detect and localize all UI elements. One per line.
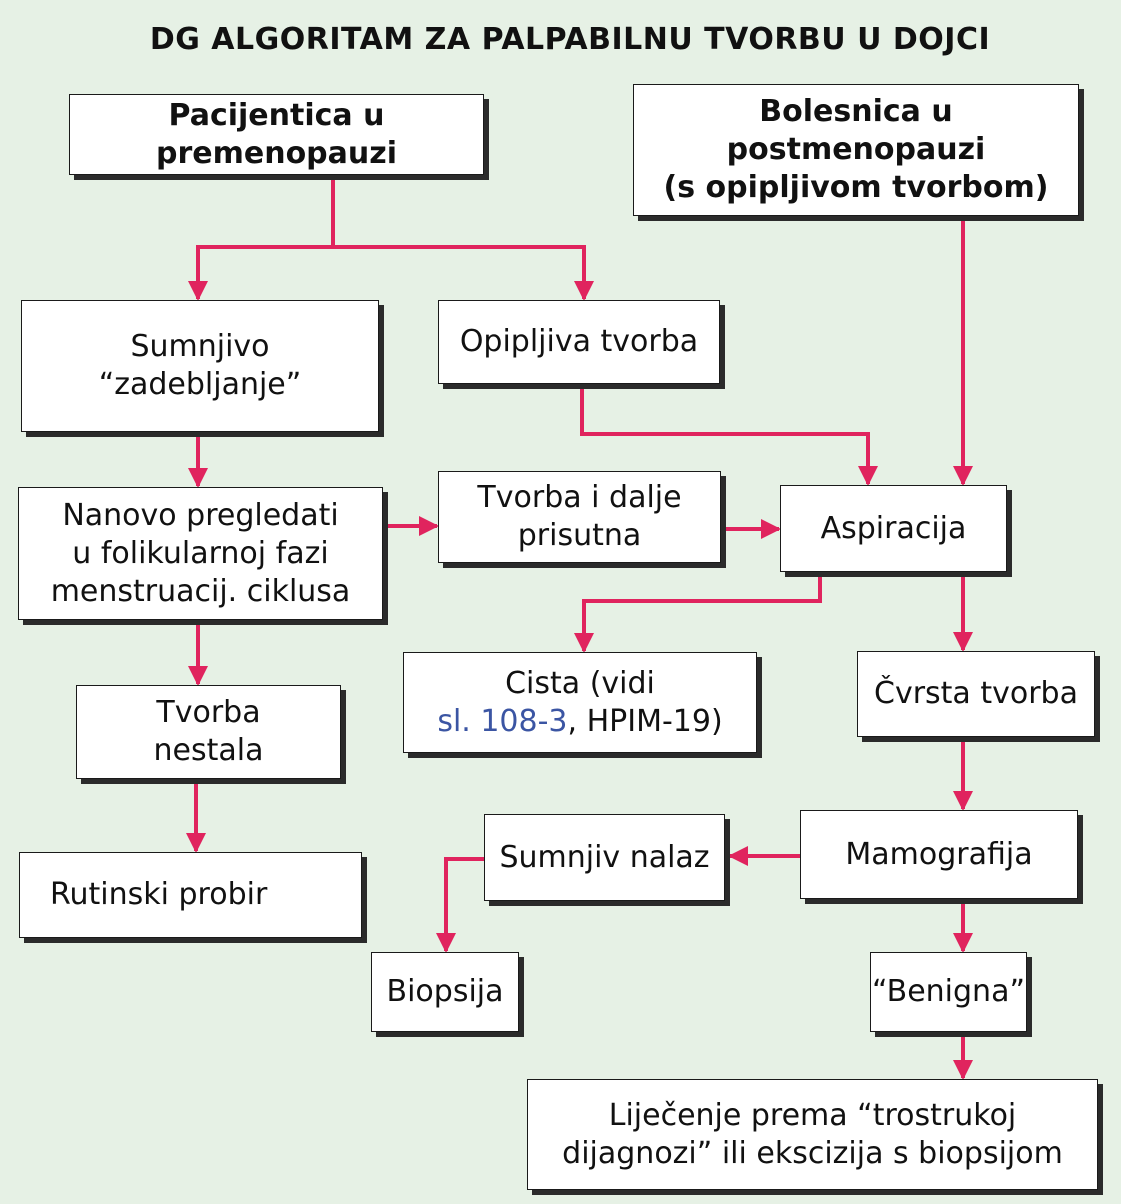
node-mass-gone-line2: nestala <box>153 733 264 768</box>
node-reexamine: Nanovo pregledati u folikularnoj fazi me… <box>18 487 383 620</box>
arrow-suspicious-to-biopsy <box>436 857 484 953</box>
node-biopsy-label: Biopsija <box>386 974 504 1009</box>
figure-reference-link[interactable]: sl. 108-3 <box>437 703 568 739</box>
node-mammography: Mamografija <box>800 810 1078 899</box>
node-mammography-label: Mamografija <box>845 836 1033 872</box>
node-suspicious-finding: Sumnjiv nalaz <box>484 814 725 901</box>
node-routine-screening: Rutinski probir <box>19 852 362 938</box>
node-suspicious-thickening-line1: Sumnjivo <box>130 329 270 364</box>
node-cyst-line1: Cista (vidi <box>505 665 655 701</box>
node-mass-persists-line2: prisutna <box>517 518 642 553</box>
arrow-premenopause-to-palpable <box>333 245 594 301</box>
node-palpable-mass-label: Opipljiva tvorba <box>459 324 699 359</box>
node-postmenopause-line1: Bolesnica u <box>759 94 953 129</box>
node-benign-label: “Benigna” <box>872 974 1025 1009</box>
node-solid-mass: Čvrsta tvorba <box>857 651 1095 737</box>
node-mass-persists-line1: Tvorba i dalje <box>477 480 682 515</box>
node-treatment-line2: dijagnozi” ili ekscizija s biopsijom <box>562 1135 1063 1171</box>
node-postmenopause-line3: (s opipljivom tvorbom) <box>663 170 1049 205</box>
node-cyst-line2: sl. 108-3, HPIM-19) <box>437 703 722 741</box>
node-reexamine-line2: u folikularnoj fazi <box>72 535 329 571</box>
arrow-palpable-to-aspiration <box>580 384 878 486</box>
node-treatment-line1: Liječenje prema “trostrukoj <box>608 1097 1017 1133</box>
node-suspicious-finding-label: Sumnjiv nalaz <box>499 839 710 875</box>
node-biopsy: Biopsija <box>371 952 519 1032</box>
diagram-title: DG ALGORITAM ZA PALPABILNU TVORBU U DOJC… <box>149 22 991 57</box>
node-postmenopause-line2: postmenopauzi <box>726 132 986 167</box>
node-cyst-rest: , HPIM-19) <box>567 703 723 739</box>
node-aspiration: Aspiracija <box>780 485 1007 572</box>
node-suspicious-thickening: Sumnjivo “zadebljanje” <box>21 300 379 432</box>
node-mass-persists: Tvorba i dalje prisutna <box>438 471 721 563</box>
node-premenopause: Pacijentica u premenopauzi <box>69 94 484 175</box>
node-mass-gone: Tvorba nestala <box>76 685 341 779</box>
node-treatment: Liječenje prema “trostrukoj dijagnozi” i… <box>527 1079 1098 1190</box>
arrow-premenopause-to-thickening <box>188 175 335 301</box>
node-aspiration-label: Aspiracija <box>820 510 967 546</box>
node-suspicious-thickening-line2: “zadebljanje” <box>98 367 302 402</box>
node-postmenopause: Bolesnica u postmenopauzi (s opipljivom … <box>633 84 1079 216</box>
node-reexamine-line3: menstruacij. ciklusa <box>50 573 351 609</box>
node-solid-mass-label: Čvrsta tvorba <box>874 676 1078 711</box>
node-routine-screening-label: Rutinski probir <box>50 877 268 912</box>
node-premenopause-label: Pacijentica u premenopauzi <box>155 97 397 171</box>
arrow-aspiration-to-cyst <box>574 572 822 653</box>
node-reexamine-line1: Nanovo pregledati <box>62 497 339 533</box>
node-cyst: Cista (vidi sl. 108-3, HPIM-19) <box>403 652 757 753</box>
node-mass-gone-line1: Tvorba <box>156 695 261 730</box>
node-benign: “Benigna” <box>870 952 1027 1032</box>
node-palpable-mass: Opipljiva tvorba <box>438 300 720 384</box>
